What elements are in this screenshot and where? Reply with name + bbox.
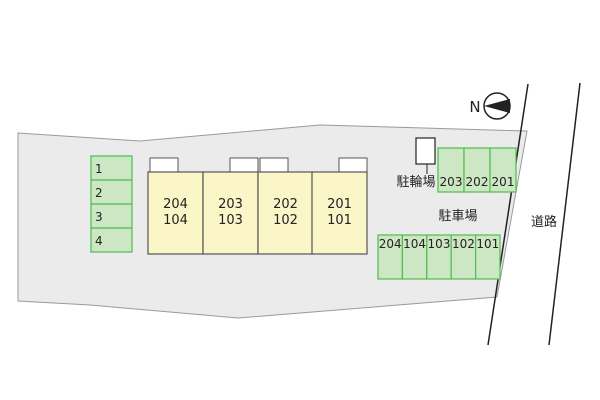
unit-number-lower: 101: [327, 213, 352, 228]
apartment-unit: [311, 171, 368, 255]
unit-number-lower: 103: [218, 213, 243, 228]
apartment-unit: [202, 171, 259, 255]
parking-space-label: 103: [428, 237, 451, 251]
parking-space: [90, 227, 133, 253]
parking-space: [463, 147, 491, 193]
parking-space-label: 101: [476, 237, 499, 251]
parking-space: [90, 203, 133, 229]
left-parking-area: 1 2 3 4: [90, 155, 133, 253]
balcony: [149, 157, 179, 173]
parking-space: [475, 234, 501, 280]
unit-number-upper: 202: [273, 197, 298, 212]
road-edge-line: [487, 83, 529, 346]
parking-space-label: 1: [95, 162, 103, 176]
parking-space: [450, 234, 477, 280]
parking-space: [90, 179, 133, 205]
unit-number-lower: 102: [273, 213, 298, 228]
north-label: N: [469, 98, 480, 116]
parking-space-label: 2: [95, 186, 103, 200]
north-arrow-icon: N: [469, 92, 511, 120]
parking-space-label: 104: [403, 237, 426, 251]
parking-space: [489, 147, 517, 193]
balcony: [259, 157, 289, 173]
parking-space-label: 3: [95, 210, 103, 224]
parking-space-label: 102: [452, 237, 475, 251]
unit-number-upper: 201: [327, 197, 352, 212]
parking-lot-label: 駐車場: [438, 209, 477, 224]
road-label: 道路: [531, 214, 557, 230]
balcony: [338, 157, 368, 173]
unit-number-upper: 204: [163, 197, 188, 212]
apartment-unit: [147, 171, 204, 255]
apartment-unit: [257, 171, 314, 255]
parking-space: [377, 234, 403, 280]
parking-space: [426, 234, 452, 280]
parking-space-label: 203: [440, 175, 463, 189]
bicycle-parking-icon: [415, 137, 436, 165]
unit-number-upper: 203: [218, 197, 243, 212]
bicycle-parking-label: 駐輪場: [396, 174, 435, 190]
road-edge-line: [548, 82, 581, 346]
parking-space: [90, 155, 133, 181]
parking-space-label: 204: [379, 237, 402, 251]
parking-space-label: 201: [492, 175, 515, 189]
parking-space-label: 202: [466, 175, 489, 189]
balcony: [229, 157, 259, 173]
parking-space-label: 4: [95, 234, 103, 248]
unit-number-lower: 104: [163, 213, 188, 228]
